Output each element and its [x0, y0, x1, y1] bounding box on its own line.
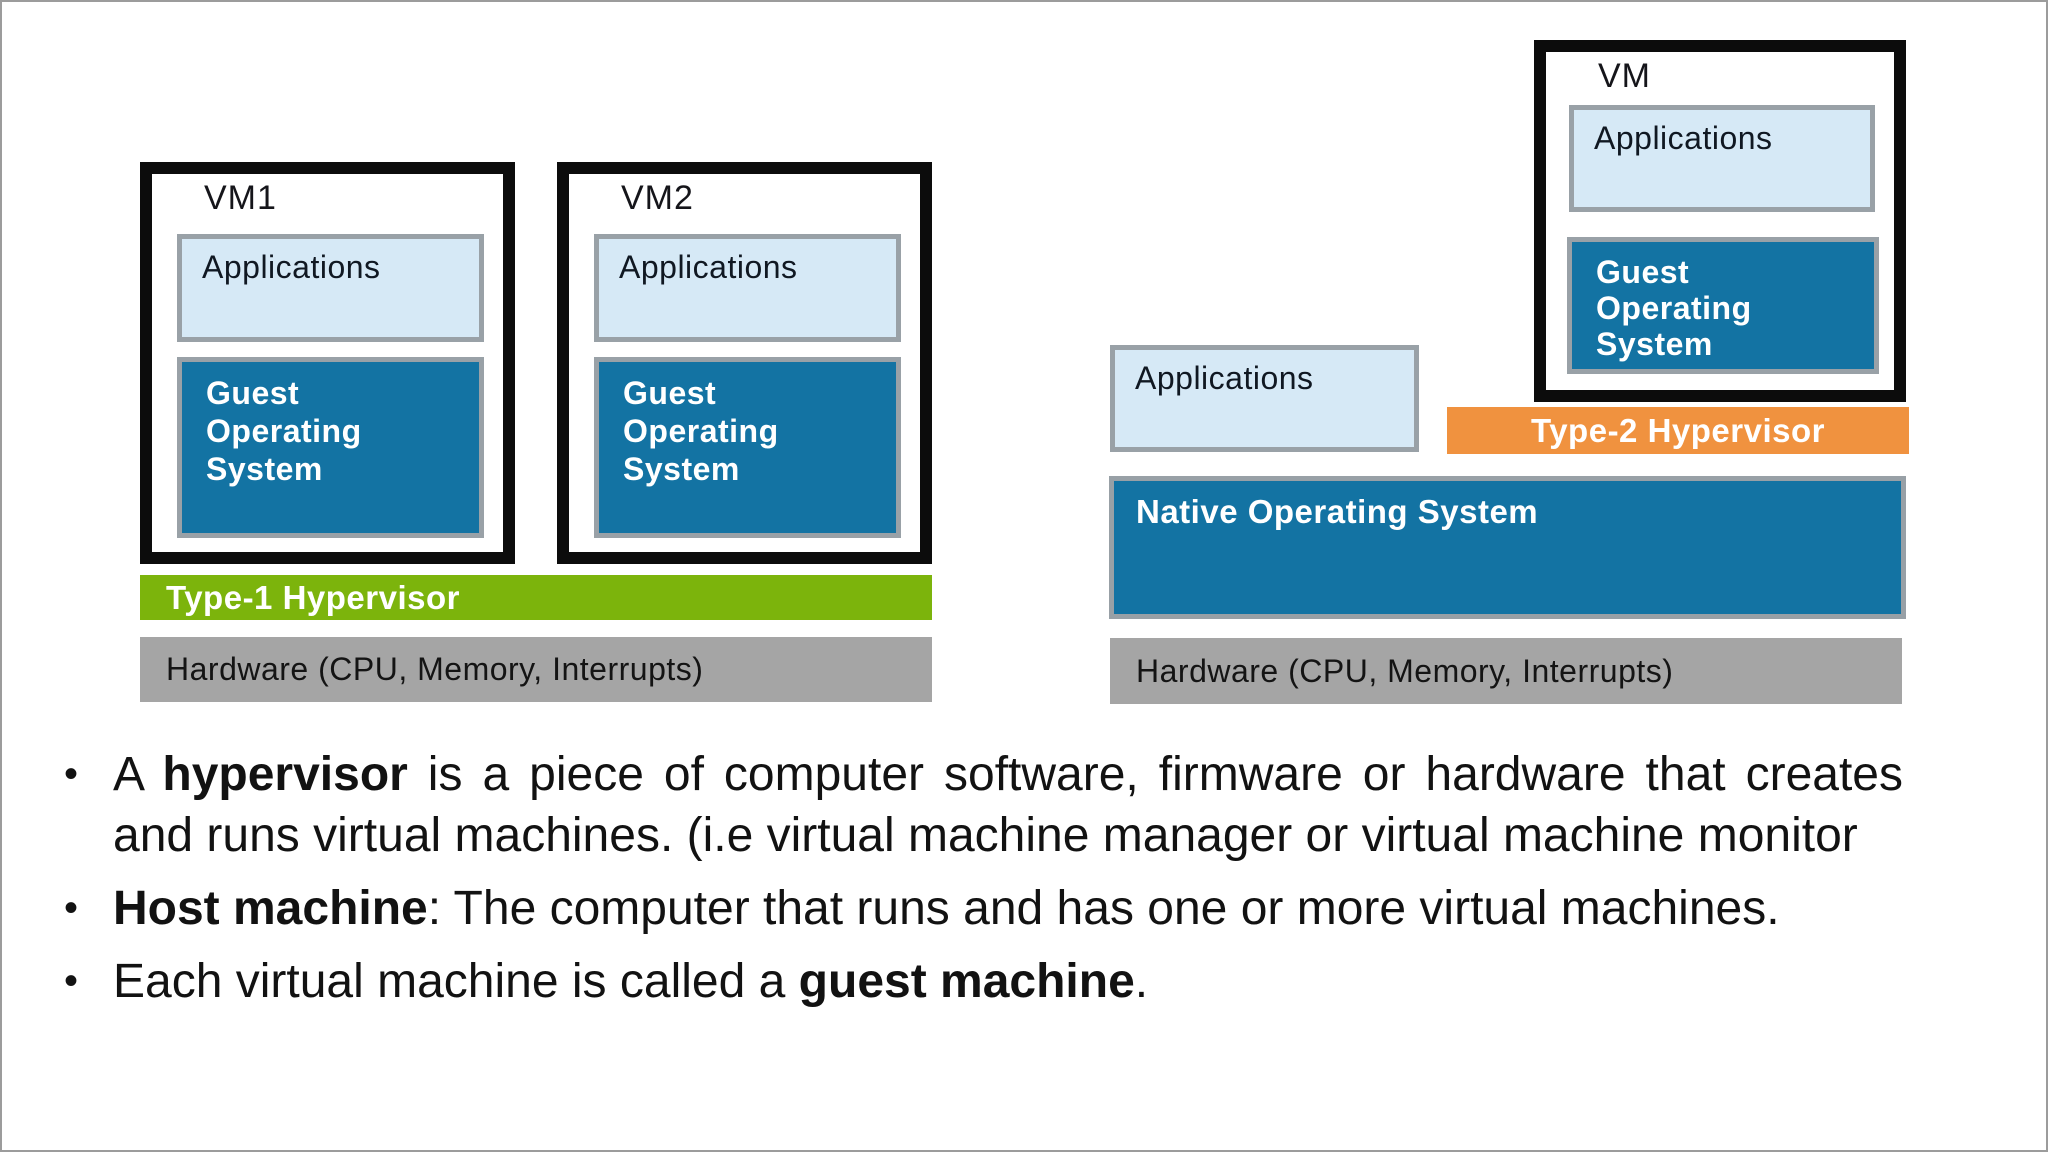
type2-hardware-bar: Hardware (CPU, Memory, Interrupts) — [1110, 638, 1902, 704]
bullet-guest-machine-text: Each virtual machine is called a guest m… — [113, 951, 1903, 1012]
vm2-applications-box: Applications — [594, 234, 901, 342]
bullet-hypervisor: • A hypervisor is a piece of computer so… — [64, 744, 1914, 866]
bullet-hypervisor-text: A hypervisor is a piece of computer soft… — [113, 744, 1903, 866]
bullet-marker: • — [64, 752, 79, 796]
host-applications-box: Applications — [1110, 345, 1419, 452]
vm2-box: VM2 Applications Guest Operating System — [557, 162, 932, 564]
bullet-segment-bold: hypervisor — [162, 748, 408, 801]
bullet-segment: is a piece of computer software, firmwar… — [113, 748, 1904, 862]
bullet-host-machine-text: Host machine: The computer that runs and… — [113, 878, 1903, 939]
bullet-segment: Each virtual machine is called a — [113, 955, 799, 1008]
vm2-guest-os-box: Guest Operating System — [594, 357, 901, 538]
bullet-marker: • — [64, 959, 79, 1003]
bullet-guest-machine: • Each virtual machine is called a guest… — [64, 951, 1914, 1012]
bullet-list: • A hypervisor is a piece of computer so… — [64, 744, 1914, 1024]
vm1-title: VM1 — [204, 179, 277, 217]
bullet-segment: . — [1134, 955, 1149, 1008]
vm-guest-os-box: Guest Operating System — [1567, 237, 1879, 374]
bullet-segment: A — [113, 748, 163, 801]
vm1-applications-box: Applications — [177, 234, 484, 342]
vm1-guest-os-box: Guest Operating System — [177, 357, 484, 538]
vm1-box: VM1 Applications Guest Operating System — [140, 162, 515, 564]
type2-hypervisor-bar: Type-2 Hypervisor — [1447, 407, 1909, 454]
bullet-host-machine: • Host machine: The computer that runs a… — [64, 878, 1914, 939]
vm-title: VM — [1598, 57, 1651, 95]
bullet-segment-bold: Host machine — [113, 882, 428, 935]
native-os-box: Native Operating System — [1109, 476, 1906, 619]
vm-applications-box: Applications — [1569, 105, 1875, 212]
bullet-segment: : The computer that runs and has one or … — [427, 882, 1780, 935]
bullet-segment-bold: guest machine — [798, 955, 1135, 1008]
vm2-title: VM2 — [621, 179, 694, 217]
type1-hardware-bar: Hardware (CPU, Memory, Interrupts) — [140, 637, 932, 702]
vm-box: VM Applications Guest Operating System — [1534, 40, 1906, 402]
bullet-marker: • — [64, 886, 79, 930]
type1-hypervisor-bar: Type-1 Hypervisor — [140, 575, 932, 620]
